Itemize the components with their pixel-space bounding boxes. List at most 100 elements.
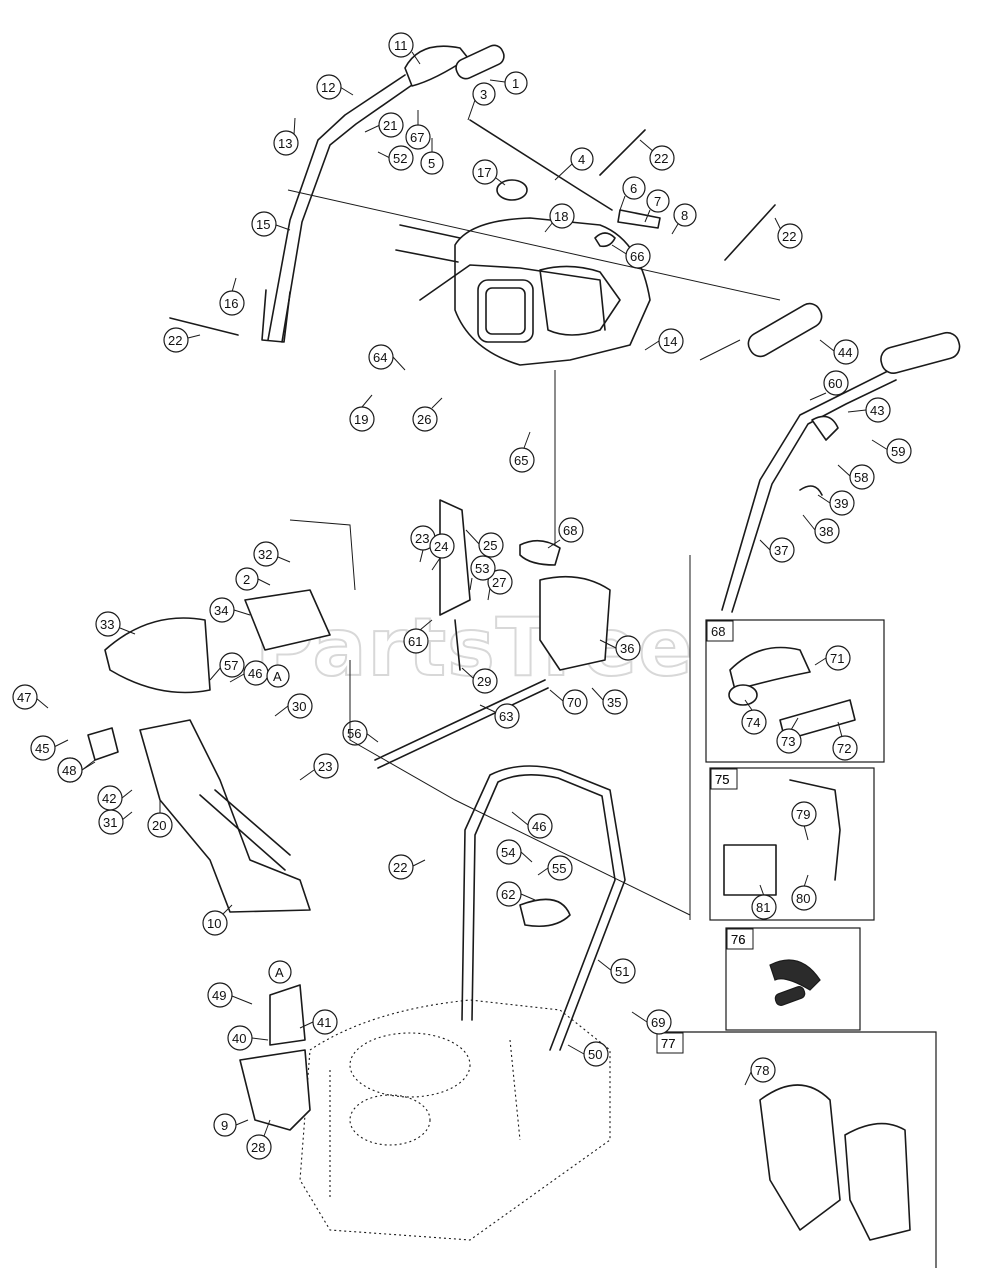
callout-58: 58 bbox=[837, 464, 875, 490]
callout-14: 14 bbox=[644, 328, 684, 354]
svg-text:26: 26 bbox=[417, 412, 431, 427]
callout-35: 35 bbox=[591, 687, 628, 715]
callout-4: 4 bbox=[554, 147, 594, 181]
svg-text:61: 61 bbox=[408, 634, 422, 649]
callout-56: 56 bbox=[342, 720, 379, 746]
callout-48-label: 48 bbox=[62, 763, 76, 778]
svg-text:24: 24 bbox=[434, 539, 448, 554]
callout-19: 19 bbox=[349, 394, 375, 432]
section-marker-a-bottom: A bbox=[268, 960, 292, 984]
callout-47: 47 bbox=[12, 684, 49, 710]
callout-69: 69 bbox=[631, 1009, 672, 1035]
svg-text:4: 4 bbox=[578, 152, 585, 167]
callout-71: 71 bbox=[814, 645, 851, 671]
svg-text:10: 10 bbox=[207, 916, 221, 931]
svg-text:58: 58 bbox=[854, 470, 868, 485]
svg-text:43: 43 bbox=[870, 403, 884, 418]
svg-text:11: 11 bbox=[394, 38, 408, 53]
callout-77: 77 bbox=[661, 1036, 675, 1051]
chute-assembly bbox=[87, 589, 331, 913]
callout-22c: 22 bbox=[163, 327, 201, 353]
svg-text:2: 2 bbox=[243, 572, 250, 587]
upper-handle-left bbox=[261, 44, 505, 343]
svg-text:62: 62 bbox=[501, 887, 515, 902]
svg-text:23: 23 bbox=[415, 531, 429, 546]
chute-crank bbox=[374, 619, 549, 769]
svg-text:77: 77 bbox=[661, 1036, 675, 1051]
callout-62: 62 bbox=[496, 881, 536, 907]
svg-text:46: 46 bbox=[532, 819, 546, 834]
svg-text:71: 71 bbox=[830, 651, 844, 666]
svg-text:13: 13 bbox=[278, 136, 292, 151]
svg-text:9: 9 bbox=[221, 1118, 228, 1133]
lower-handle bbox=[461, 765, 626, 1051]
svg-text:59: 59 bbox=[891, 444, 905, 459]
callout-11: 11 bbox=[388, 32, 421, 65]
svg-text:79: 79 bbox=[796, 807, 810, 822]
callout-65: 65 bbox=[509, 431, 535, 473]
inset-68: 68 bbox=[705, 619, 885, 763]
control-rods bbox=[169, 119, 776, 336]
callout-26: 26 bbox=[412, 397, 443, 432]
callout-16: 16 bbox=[219, 277, 245, 316]
svg-text:55: 55 bbox=[552, 861, 566, 876]
callout-46b: 46 bbox=[511, 811, 553, 839]
svg-text:80: 80 bbox=[796, 891, 810, 906]
svg-text:60: 60 bbox=[828, 376, 842, 391]
svg-text:20: 20 bbox=[152, 818, 166, 833]
svg-text:7: 7 bbox=[654, 194, 661, 209]
callout-10: 10 bbox=[202, 904, 233, 936]
svg-text:29: 29 bbox=[477, 674, 491, 689]
callout-37: 37 bbox=[759, 537, 795, 563]
svg-text:19: 19 bbox=[354, 412, 368, 427]
svg-text:81: 81 bbox=[756, 900, 770, 915]
inset-76-label: 76 bbox=[731, 932, 745, 947]
svg-text:52: 52 bbox=[393, 151, 407, 166]
callout-63: 63 bbox=[479, 703, 520, 729]
callout-13: 13 bbox=[273, 117, 299, 156]
callout-22d: 22 bbox=[388, 854, 426, 880]
svg-text:54: 54 bbox=[501, 845, 515, 860]
callout-48 bbox=[57, 757, 96, 783]
section-marker-a-top: A bbox=[266, 664, 290, 688]
upper-handle-right bbox=[721, 302, 961, 613]
svg-text:78: 78 bbox=[755, 1063, 769, 1078]
callout-39: 39 bbox=[817, 490, 855, 516]
svg-text:25: 25 bbox=[483, 538, 497, 553]
callout-32: 32 bbox=[253, 541, 291, 567]
callout-60: 60 bbox=[809, 370, 849, 401]
svg-text:18: 18 bbox=[554, 209, 568, 224]
svg-text:38: 38 bbox=[819, 524, 833, 539]
svg-text:22: 22 bbox=[168, 333, 182, 348]
part-callouts: 1 2 3 4 5 6 7 8 9 10 11 12 13 14 15 16 1… bbox=[12, 32, 912, 1160]
svg-text:22: 22 bbox=[654, 151, 668, 166]
inset-77-label: 77 bbox=[661, 1036, 675, 1051]
callout-38: 38 bbox=[802, 514, 840, 544]
callout-66: 66 bbox=[611, 243, 651, 269]
callout-67: 67 bbox=[405, 110, 431, 150]
svg-text:72: 72 bbox=[837, 741, 851, 756]
callout-20: 20 bbox=[147, 800, 173, 838]
callout-9: 9 bbox=[213, 1113, 249, 1137]
svg-text:36: 36 bbox=[620, 641, 634, 656]
callout-23a: 23 bbox=[410, 525, 436, 563]
svg-text:63: 63 bbox=[499, 709, 513, 724]
callout-28: 28 bbox=[246, 1119, 272, 1160]
svg-text:41: 41 bbox=[317, 1015, 331, 1030]
svg-text:39: 39 bbox=[834, 496, 848, 511]
callout-5: 5 bbox=[420, 138, 444, 175]
callout-76: 76 bbox=[731, 932, 745, 947]
svg-text:5: 5 bbox=[428, 156, 435, 171]
callout-12: 12 bbox=[316, 74, 354, 100]
svg-text:75: 75 bbox=[715, 772, 729, 787]
callout-44: 44 bbox=[819, 339, 859, 365]
svg-text:37: 37 bbox=[774, 543, 788, 558]
callout-68: 68 bbox=[547, 517, 584, 549]
svg-text:53: 53 bbox=[475, 561, 489, 576]
callout-74: 74 bbox=[741, 699, 767, 735]
svg-text:17: 17 bbox=[477, 165, 491, 180]
callout-29: 29 bbox=[461, 667, 498, 694]
callout-27: 27 bbox=[487, 569, 513, 601]
callout-70: 70 bbox=[549, 689, 588, 715]
callout-52: 52 bbox=[377, 145, 414, 171]
